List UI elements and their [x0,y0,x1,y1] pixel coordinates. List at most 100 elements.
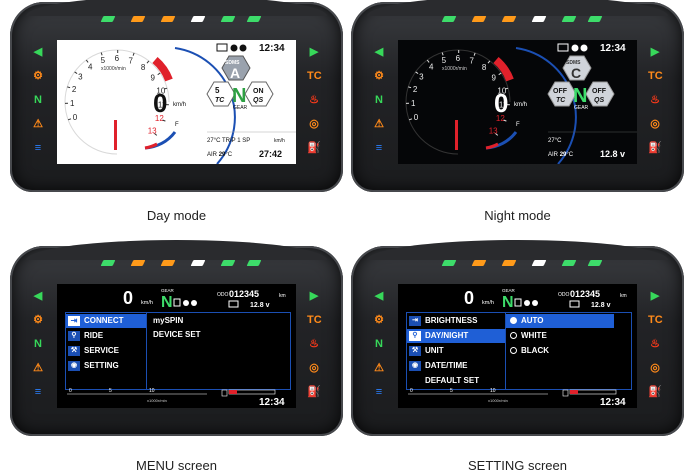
tach-tick-mark [495,133,499,136]
setting-item-unit[interactable]: ⚒ UNIT [407,344,505,358]
day-night-submenu: AUTO WHITE BLACK [505,313,631,389]
air-temp: 29 [560,152,567,158]
shift-light [471,16,487,22]
shift-light [531,16,547,22]
setting-item-day-night[interactable]: ⚲DAY/NIGHT [407,329,505,343]
tach-tick-mark [74,71,78,75]
traction-control-icon: TC [307,314,322,326]
gear-indicator: N [232,85,246,107]
fuel-low-arc [144,142,158,150]
tach-tick-mark [146,60,150,64]
menu-item-ride[interactable]: ⚲ RIDE [66,329,146,343]
coolant-row: 27°C [548,138,562,144]
air-label: AIR [548,152,559,158]
shift-light [130,16,146,22]
tach-tick-mark [154,133,158,136]
gear-indicator: N [502,294,514,311]
submenu-item-device-set[interactable]: DEVICE SET [153,330,201,339]
connect-icon: ⇥ [68,316,80,326]
turn-left-arrow-icon: ◀ [33,290,43,302]
tach-needle [114,120,117,150]
menu-list: ⇥ CONNECT ⚲ RIDE ⚒SERVICE ◉SETTING [66,313,146,389]
sdms-badge [221,55,251,81]
fuel-pump-icon [173,298,181,307]
tach-arc [64,49,170,155]
option-black[interactable]: BLACK [506,344,614,358]
tach-needle [455,120,458,150]
option-auto[interactable]: AUTO [506,314,614,328]
qs-label: QS [253,97,263,104]
engine-warning-icon: ⚙ [374,314,384,326]
battery-voltage: 12.8 v [591,302,611,309]
menu-item-label: RIDE [84,331,104,340]
oil-pressure-icon: ⛽ [648,142,662,154]
tc-label: TC [215,97,225,104]
tach-tick-label: 10 [497,86,506,95]
clock-icon: ◉ [409,361,421,371]
shift-light [246,16,262,22]
tach-tick-label: 5 [101,56,106,65]
tach-tick-label: 9 [151,74,156,83]
tach-tick-label: 1 [70,99,75,108]
tach-tick-mark [505,87,509,90]
sdms-mode-value: C [571,65,581,81]
tach-unit-label: x1000r/min [101,66,126,72]
oil-pressure-icon: ⛽ [307,386,321,398]
tach-tick-mark [487,60,491,64]
setting-item-date-time[interactable]: ◉DATE/TIME [407,359,505,373]
menu-item-service[interactable]: ⚒SERVICE [66,344,146,358]
shift-light [587,16,603,22]
unit-icon: ⚒ [409,346,421,356]
qs-badge [585,81,615,107]
coolant-temp-icon: ♨ [650,338,660,350]
tach-tick-mark [162,119,166,122]
motorcycle-icon: ⚲ [68,331,80,341]
tach-tick-label: 4 [429,63,434,72]
setting-item-brightness[interactable]: ⇥BRIGHTNESS [407,314,505,328]
coolant-temp-icon: ♨ [309,94,319,106]
neutral-icon: N [375,338,383,350]
menu-item-label: CONNECT [84,316,124,325]
tach-tick-label: 11 [499,100,508,109]
tach-tick-label: 4 [88,63,93,72]
shift-light [160,260,176,266]
tach-tick-label: 9 [492,74,497,83]
menu-item-setting[interactable]: ◉SETTING [66,359,146,373]
odometer-value: 012345 [570,289,600,299]
oil-pressure-icon: ⛽ [648,386,662,398]
helmet-icon [191,300,197,306]
tach-tick-label: 0 [414,113,419,122]
setting-item-label: UNIT [425,346,444,355]
submenu-item-myspin[interactable]: mySPIN [153,316,184,325]
tach-tick-label: 3 [419,73,424,82]
oil-pressure-icon: ⛽ [307,142,321,154]
high-beam-icon: ≡ [34,142,42,154]
tach-tick-label: 8 [141,63,146,72]
coolant-temp-icon: ♨ [309,338,319,350]
shift-light [246,260,262,266]
turn-right-arrow-icon: ▶ [650,46,660,58]
shift-light [501,260,517,266]
speed-readout: 0 [464,288,474,308]
neutral-icon: N [34,338,42,350]
tach-tick-label: 7 [129,57,134,66]
abs-icon: ◎ [650,118,660,130]
gear-label: GEAR [574,105,589,111]
fuel-pump-icon [514,298,522,307]
qs-badge [244,81,274,107]
sdms-mode-value: A [230,65,240,81]
option-white[interactable]: WHITE [506,329,614,343]
qs-label: QS [594,97,604,104]
odo-unit: km [620,293,627,299]
helmet-icon [580,44,588,52]
turn-right-arrow-icon: ▶ [650,290,660,302]
helmet-icon [239,44,247,52]
setting-item-default-set[interactable]: DEFAULT SET [425,376,480,385]
menu-item-connect[interactable]: ⇥ CONNECT [66,314,146,328]
qs-value: ON [253,88,264,95]
odo-label: ODO [558,292,570,298]
menu-item-label: SETTING [84,361,119,370]
tach-arc [405,49,511,155]
